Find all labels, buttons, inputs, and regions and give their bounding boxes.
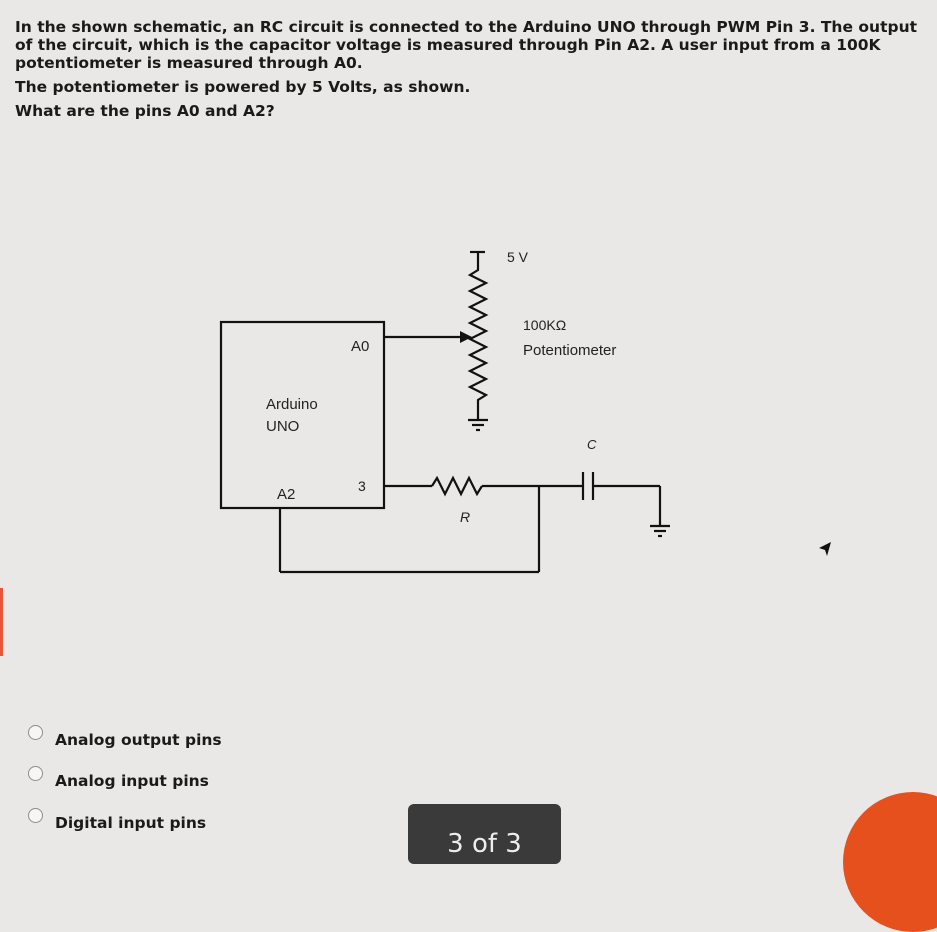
potentiometer-zigzag xyxy=(467,265,489,420)
pin-3-label: 3 xyxy=(358,478,366,494)
question-prompt: What are the pins A0 and A2? xyxy=(15,102,275,120)
arduino-label-2: UNO xyxy=(266,418,299,435)
left-edge-accent xyxy=(0,588,3,656)
arduino-box xyxy=(219,320,386,510)
radio-button[interactable] xyxy=(28,807,43,823)
option-label: Digital input pins xyxy=(55,814,207,832)
wiper-arrow xyxy=(460,331,472,343)
pot-value-label: 100KΩ xyxy=(523,317,566,333)
pin-a2-label: A2 xyxy=(277,486,295,503)
question-paragraph-1: In the shown schematic, an RC circuit is… xyxy=(15,18,918,72)
option-label: Analog output pins xyxy=(55,731,222,749)
radio-button[interactable] xyxy=(28,765,43,781)
question-paragraph-2: The potentiometer is powered by 5 Volts,… xyxy=(15,78,471,96)
mouse-pointer-icon xyxy=(819,542,831,556)
pot-name-label: Potentiometer xyxy=(523,342,616,359)
page-indicator: 3 of 3 xyxy=(408,804,561,864)
capacitor-label: C xyxy=(587,437,597,452)
question-text: In the shown schematic, an RC circuit is… xyxy=(15,18,920,120)
resistor-label: R xyxy=(460,509,470,525)
option-digital-input[interactable]: Digital input pins xyxy=(28,807,207,836)
option-analog-output[interactable]: Analog output pins xyxy=(28,724,222,753)
option-analog-input[interactable]: Analog input pins xyxy=(28,765,209,794)
arduino-label-1: Arduino xyxy=(266,396,318,413)
supply-label: 5 V xyxy=(507,249,529,265)
radio-button[interactable] xyxy=(28,724,43,740)
pin-a0-label: A0 xyxy=(351,338,369,355)
resistor-zigzag xyxy=(431,475,483,497)
option-label: Analog input pins xyxy=(55,772,209,790)
circuit-schematic: Arduino UNO A0 A2 3 5 V 100KΩ Potentiome… xyxy=(219,249,670,574)
